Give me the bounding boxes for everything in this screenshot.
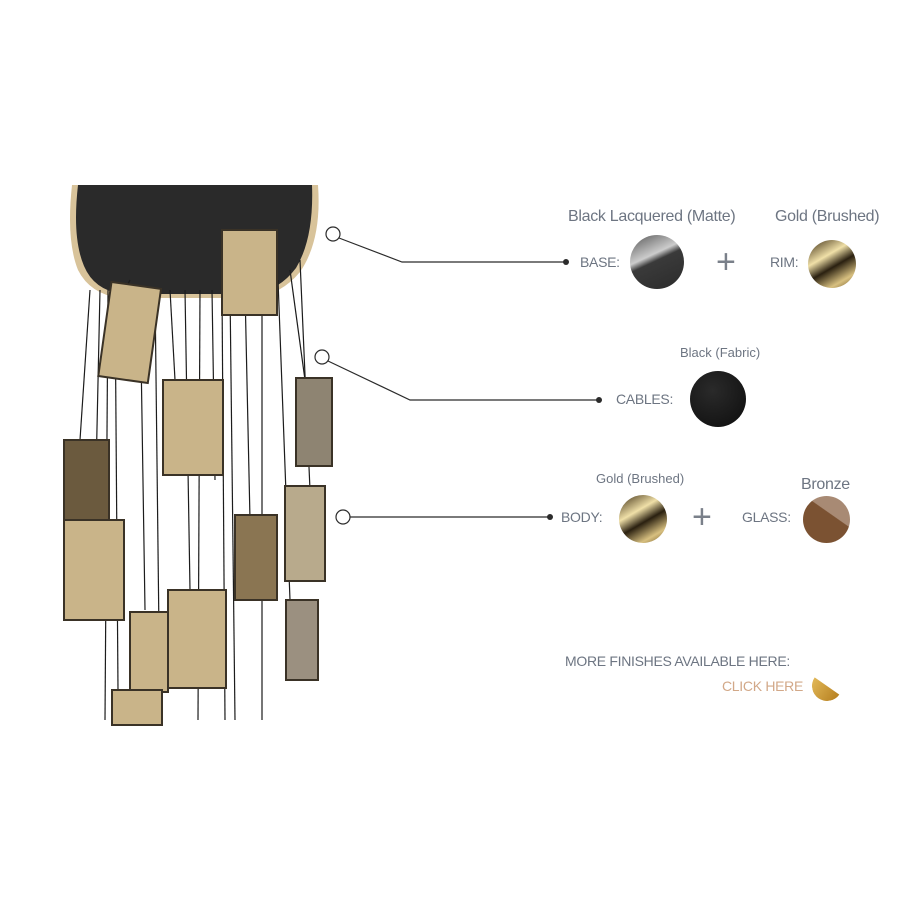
body-label: BODY: xyxy=(561,509,603,525)
rim-finish-name: Gold (Brushed) xyxy=(775,208,880,225)
rim-swatch[interactable] xyxy=(808,240,856,288)
base-swatch[interactable] xyxy=(630,235,684,289)
base-label: BASE: xyxy=(580,254,620,270)
body-finish-name: Gold (Brushed) xyxy=(596,471,685,486)
cables-finish-name: Black (Fabric) xyxy=(680,345,761,360)
click-here-link[interactable]: CLICK HERE xyxy=(722,678,804,694)
plus-icon: + xyxy=(692,498,712,536)
base-finish-name: Black Lacquered (Matte) xyxy=(568,208,736,225)
cables-swatch[interactable] xyxy=(690,371,746,427)
callout-lines xyxy=(314,226,598,525)
glass-swatch[interactable] xyxy=(803,496,850,543)
cables-label: CABLES: xyxy=(616,391,674,407)
chandelier xyxy=(63,185,333,726)
plus-icon: + xyxy=(716,243,736,281)
glass-label: GLASS: xyxy=(742,509,791,525)
rim-label: RIM: xyxy=(770,254,799,270)
glass-finish-name: Bronze xyxy=(801,476,850,493)
more-finishes-text: MORE FINISHES AVAILABLE HERE: xyxy=(565,653,790,669)
body-swatch[interactable] xyxy=(619,495,667,543)
